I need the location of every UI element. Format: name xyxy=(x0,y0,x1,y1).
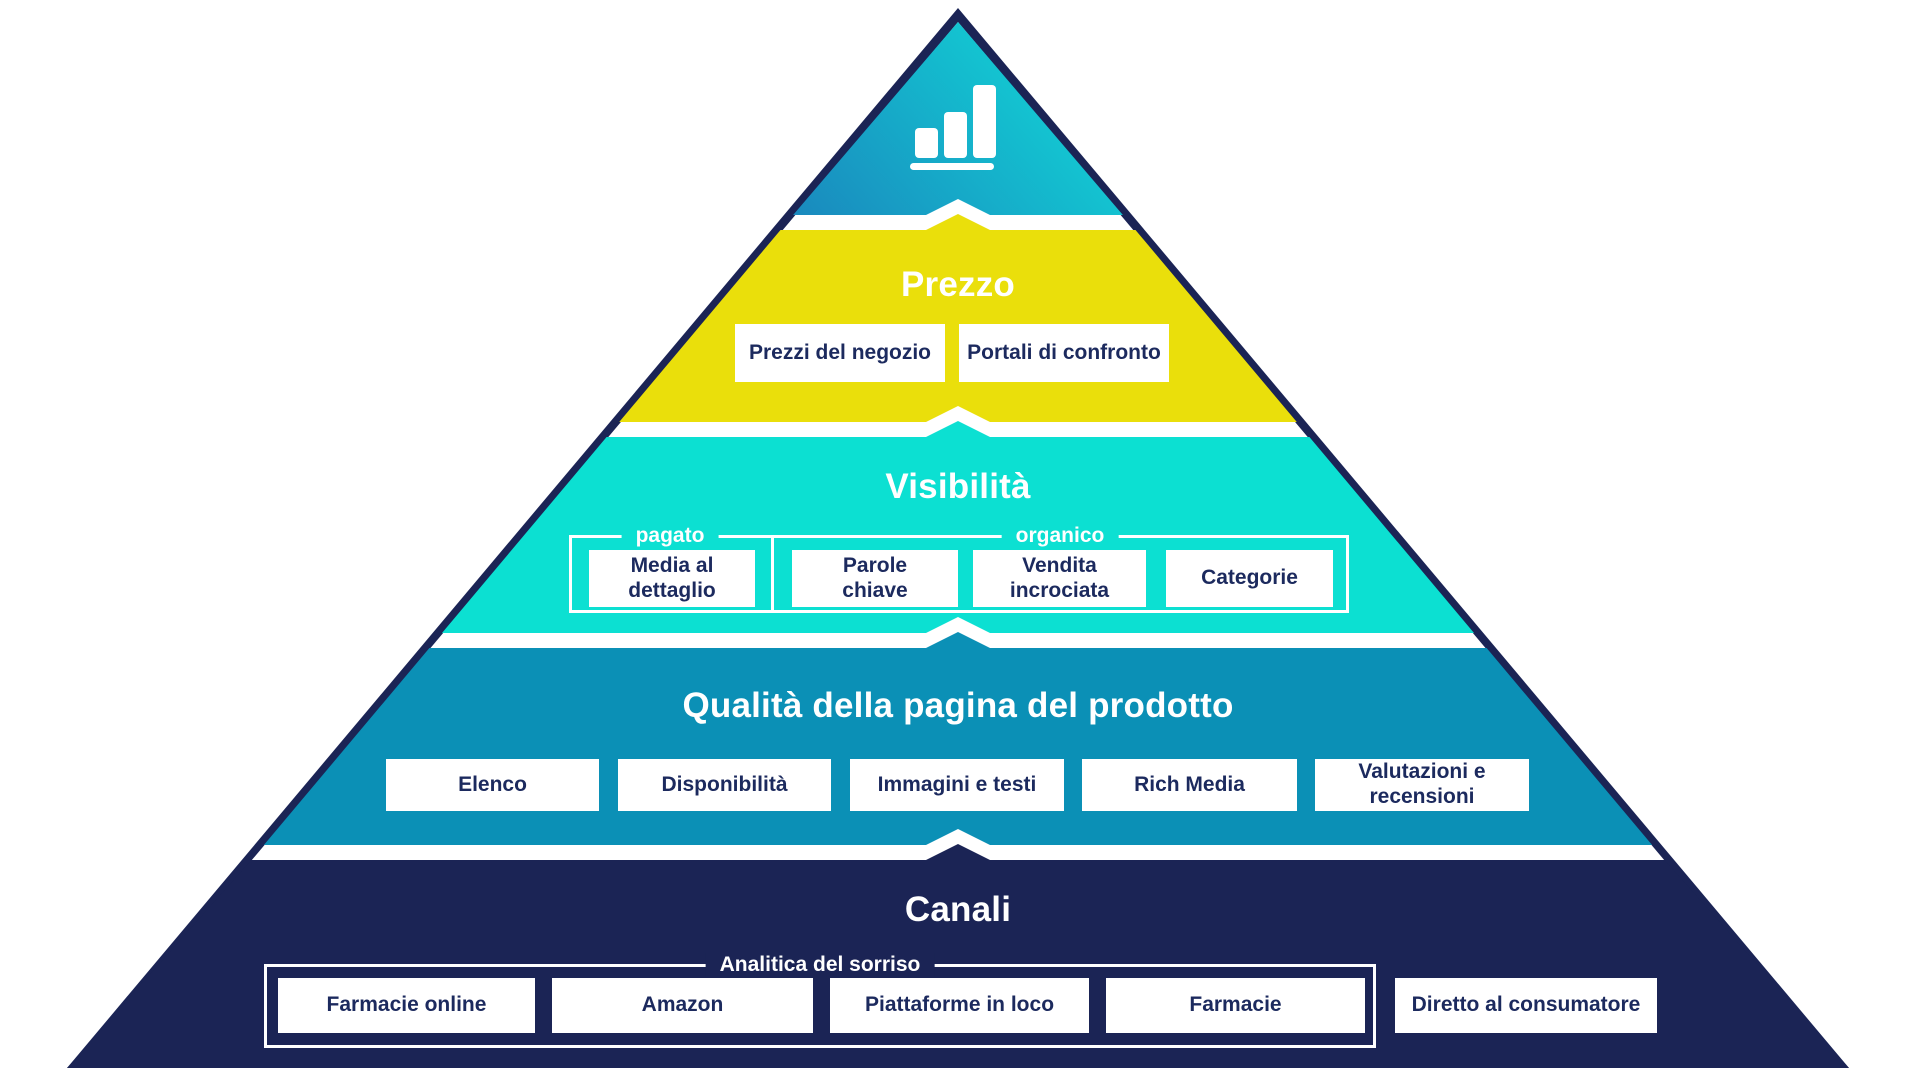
visibilita-group-divider xyxy=(771,535,774,613)
bar-chart-icon xyxy=(906,82,1006,174)
bar-chart-bar-small xyxy=(915,128,938,158)
item-box-parole-chiave: Parole chiave xyxy=(792,550,958,607)
item-box-prezzi-del-negozio: Prezzi del negozio xyxy=(735,324,945,382)
item-box-portali-di-confronto: Portali di confronto xyxy=(959,324,1169,382)
item-box-label: Vendita incrociata xyxy=(1009,553,1110,602)
item-box-categorie: Categorie xyxy=(1166,550,1333,607)
item-box-diretto-al-consumatore: Diretto al consumatore xyxy=(1395,978,1657,1033)
item-box-immagini-e-testi: Immagini e testi xyxy=(850,759,1064,811)
bar-chart-bar-large xyxy=(973,85,996,158)
visibilita-title: Visibilità xyxy=(885,467,1031,506)
group-label-pagato: pagato xyxy=(621,524,719,548)
bar-chart-baseline xyxy=(910,163,994,170)
item-box-farmacie-online: Farmacie online xyxy=(278,978,535,1033)
item-box-disponibilita: Disponibilità xyxy=(618,759,831,811)
item-box-label: Media al dettaglio xyxy=(628,553,716,602)
layer-prezzo-shape xyxy=(619,214,1297,422)
item-box-label: Valutazioni e recensioni xyxy=(1358,760,1486,808)
group-label-organico: organico xyxy=(1001,524,1119,548)
qualita-title: Qualità della pagina del prodotto xyxy=(682,686,1234,725)
item-box-media-al-dettaglio: Media al dettaglio xyxy=(589,550,755,607)
item-box-elenco: Elenco xyxy=(386,759,599,811)
item-box-piattaforme-in-loco: Piattaforme in loco xyxy=(830,978,1089,1033)
item-box-rich-media: Rich Media xyxy=(1082,759,1297,811)
group-label-analitica-del-sorriso: Analitica del sorriso xyxy=(705,953,935,977)
bar-chart-bar-medium xyxy=(944,112,967,158)
prezzo-title: Prezzo xyxy=(900,265,1016,304)
canali-title: Canali xyxy=(904,890,1012,929)
item-box-label: Parole chiave xyxy=(842,553,908,602)
item-box-valutazioni-e-recensioni: Valutazioni e recensioni xyxy=(1315,759,1529,811)
item-box-farmacie: Farmacie xyxy=(1106,978,1365,1033)
item-box-vendita-incrociata: Vendita incrociata xyxy=(973,550,1146,607)
item-box-amazon: Amazon xyxy=(552,978,813,1033)
layer-qualita-shape xyxy=(263,632,1653,845)
visibilita-group-rect xyxy=(569,535,1349,613)
